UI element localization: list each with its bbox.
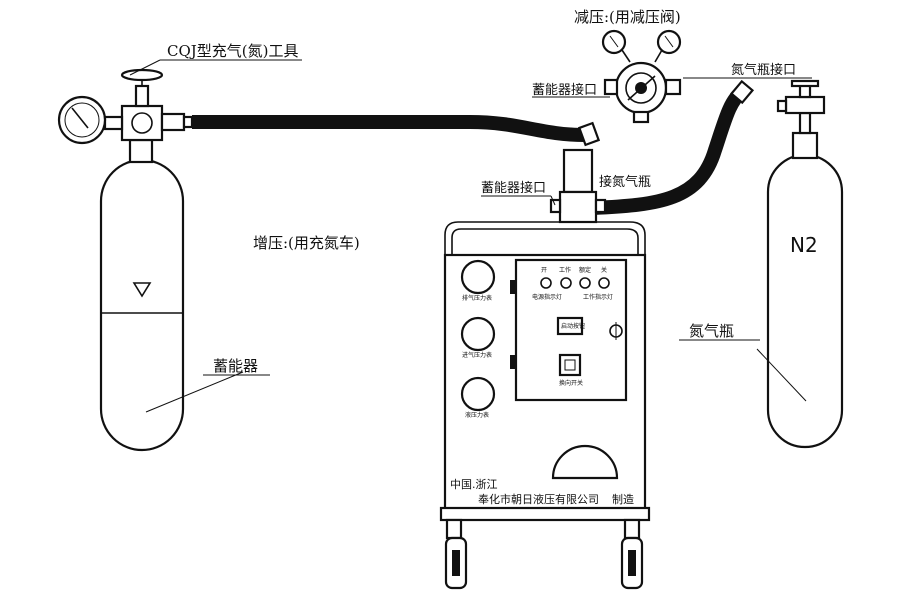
panel-lamp-label-0: 开 [541, 267, 547, 274]
hose-left [192, 116, 586, 141]
panel-button-label: 启动按钮 [561, 322, 585, 330]
valve-block [120, 104, 164, 142]
panel-gauge3-label: 液压力表 [465, 411, 489, 419]
panel-power-lamp-label: 电源指示灯 [532, 293, 562, 301]
accumulator-assembly [57, 68, 194, 452]
leader-tool [129, 59, 161, 76]
label-connect-nitrogen-bottle: 接氮气瓶 [599, 174, 651, 190]
label-nitrogen-bottle-port: 氮气瓶接口 [731, 62, 796, 78]
panel-lamp-label-1: 工作 [559, 266, 571, 274]
valve-handwheel-icon [120, 68, 164, 82]
start-button [556, 316, 584, 336]
panel-lamp-label-2: 额定 [579, 266, 591, 274]
label-pressure-boost: 增压:(用充氮车) [253, 234, 360, 252]
maker-company: 奉化市朝日液压有限公司 [478, 492, 599, 506]
cart-window [551, 444, 619, 480]
panel-work-lamp-label: 工作指示灯 [583, 293, 613, 301]
nitrogen-bottle [766, 79, 844, 449]
cart-base [439, 506, 651, 522]
reversing-switch [558, 353, 582, 377]
maker-made: 制造 [612, 492, 634, 506]
accumulator-body [99, 158, 185, 452]
hose-right [592, 87, 746, 214]
panel-gauge1-label: 排气压力表 [462, 294, 492, 302]
panel-lamp-label-3: 关 [601, 266, 607, 274]
label-accumulator: 蓄能器 [213, 357, 258, 375]
label-pressure-reduce: 减压:(用减压阀) [574, 8, 681, 26]
maker-origin: 中国.浙江 [450, 478, 498, 491]
gauge-intake-icon [460, 316, 496, 352]
leader-bottle [756, 348, 807, 402]
gauge-hydraulic-icon [460, 376, 496, 412]
gauge-exhaust-icon [460, 259, 496, 295]
valve-stem [134, 84, 150, 108]
level-triangle-icon [132, 282, 152, 298]
leader-accumulator [145, 371, 244, 413]
label-n2: N2 [790, 233, 818, 257]
accumulator-neck [128, 138, 154, 164]
label-accumulator-port-cart: 蓄能器接口 [481, 180, 546, 196]
nitrogen-charging-cart [439, 148, 651, 590]
bottle-valve [784, 95, 826, 115]
hose-end-fitting [577, 121, 601, 147]
panel-gauge2-label: 进气压力表 [462, 351, 492, 359]
label-tool: CQJ型充气(氮)工具 [167, 42, 299, 60]
bottle-body [766, 153, 844, 449]
valve-center-icon [131, 112, 153, 134]
panel-switch-label: 换向开关 [559, 379, 583, 387]
label-nitrogen-bottle: 氮气瓶 [689, 322, 734, 340]
cart-cylinder [562, 148, 594, 194]
pressure-reducing-valve [601, 29, 682, 124]
label-accumulator-port-top: 蓄能器接口 [532, 82, 597, 98]
